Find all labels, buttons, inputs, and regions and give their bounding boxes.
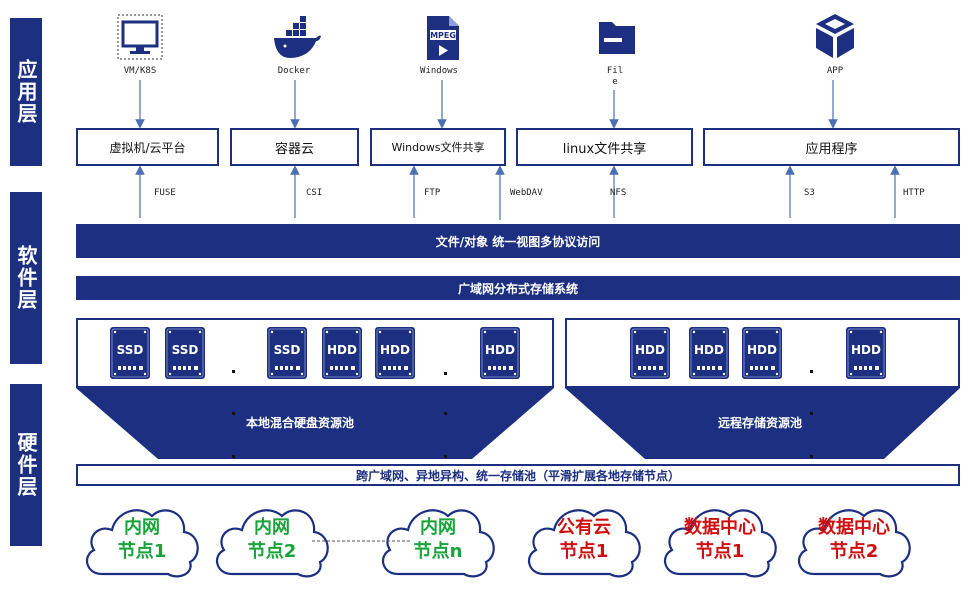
mpeg-file-icon-caption: Windows — [420, 66, 458, 76]
platform-container-cloud: 容器云 — [230, 128, 359, 166]
cloud-shape — [797, 509, 911, 578]
platform-windows-share: Windows文件共享 — [370, 128, 506, 166]
protocol-http: HTTP — [903, 188, 925, 198]
hardware-layer-label: 硬件层 — [10, 384, 42, 546]
ellipsis-dot — [232, 455, 235, 458]
disk-type-label: HDD — [485, 343, 515, 357]
local-pool-box — [76, 318, 554, 388]
hdd-disk-icon: HDD — [742, 327, 782, 379]
disk-type-label: HDD — [851, 343, 881, 357]
local-pool-label: 本地混合硬盘资源池 — [245, 416, 354, 430]
node-line1: 内网 — [254, 517, 290, 538]
ellipsis-dot — [444, 372, 447, 375]
unified-pool-bar: 跨广域网、异地异构、统一存储池（平滑扩展各地存储节点） — [76, 464, 960, 486]
app-cube-icon-caption: APP — [826, 66, 844, 76]
folder-icon — [597, 16, 637, 56]
ellipsis-dot — [810, 370, 813, 373]
hdd-disk-icon: HDD — [689, 327, 729, 379]
hdd-disk-icon: HDD — [375, 327, 415, 379]
node-line1: 数据中心 — [818, 517, 890, 538]
ellipsis-dot — [810, 412, 813, 415]
node-line2: 节点2 — [829, 541, 879, 562]
software-layer-label: 软件层 — [10, 192, 42, 364]
protocol-fuse: FUSE — [154, 188, 176, 198]
pool-funnels — [76, 388, 960, 459]
hdd-disk-icon: HDD — [322, 327, 362, 379]
mpeg-file-icon: MPEG — [425, 14, 461, 62]
disk-type-label: HDD — [747, 343, 777, 357]
disk-type-label: HDD — [380, 343, 410, 357]
storage-node-label: 数据中心节点2 — [794, 516, 914, 564]
ellipsis-dot — [444, 412, 447, 415]
cloud-shape — [215, 509, 329, 578]
disk-type-label: HDD — [694, 343, 724, 357]
node-line1: 数据中心 — [684, 517, 756, 538]
mpeg-badge: MPEG — [430, 31, 456, 40]
protocol-webdav: WebDAV — [510, 188, 543, 198]
node-line1: 公有云 — [557, 517, 611, 538]
node-line2: 节点n — [413, 541, 463, 562]
hdd-disk-icon: HDD — [480, 327, 520, 379]
platform-linux-share: linux文件共享 — [516, 128, 693, 166]
node-line1: 内网 — [420, 517, 456, 538]
unified-view-bar: 文件/对象 统一视图多协议访问 — [76, 224, 960, 258]
cloud-shape — [527, 509, 641, 578]
protocol-nfs: NFS — [610, 188, 627, 198]
disk-type-label: HDD — [327, 343, 357, 357]
disk-type-label: HDD — [635, 343, 665, 357]
protocol-csi: CSI — [306, 188, 323, 198]
disk-type-label: SSD — [274, 343, 301, 357]
node-line2: 节点1 — [117, 541, 167, 562]
monitor-icon-caption: VM/K8S — [123, 66, 157, 76]
storage-node-label: 内网节点2 — [212, 516, 332, 564]
protocol-ftp: FTP — [424, 188, 441, 198]
node-line2: 节点1 — [695, 541, 745, 562]
application-layer-label: 应用层 — [10, 18, 42, 166]
ellipsis-dot — [232, 412, 235, 415]
ellipsis-dot — [444, 455, 447, 458]
node-line2: 节点2 — [247, 541, 297, 562]
docker-icon — [272, 16, 322, 60]
disk-type-label: SSD — [172, 343, 199, 357]
ssd-disk-icon: SSD — [110, 327, 150, 379]
platform-application: 应用程序 — [703, 128, 960, 166]
arrows-layer — [135, 80, 900, 220]
node-line1: 内网 — [124, 517, 160, 538]
distributed-storage-bar: 广域网分布式存储系统 — [76, 276, 960, 300]
remote-pool-label: 远程存储资源池 — [717, 416, 802, 430]
ssd-disk-icon: SSD — [267, 327, 307, 379]
cloud-shape — [663, 509, 777, 578]
hdd-disk-icon: HDD — [630, 327, 670, 379]
folder-icon-caption: Fil e — [606, 66, 624, 87]
storage-node-label: 公有云节点1 — [524, 516, 644, 564]
storage-node-label: 内网节点1 — [82, 516, 202, 564]
disk-type-label: SSD — [117, 343, 144, 357]
node-line2: 节点1 — [559, 541, 609, 562]
app-cube-icon — [814, 12, 856, 60]
storage-node-label: 内网节点n — [378, 516, 498, 564]
monitor-icon — [117, 14, 163, 60]
cloud-shape — [381, 509, 495, 578]
ssd-disk-icon: SSD — [165, 327, 205, 379]
storage-node-label: 数据中心节点1 — [660, 516, 780, 564]
protocol-s3: S3 — [804, 188, 815, 198]
cloud-shape — [85, 509, 199, 578]
node-dashed-connector — [312, 540, 412, 542]
ellipsis-dot — [810, 455, 813, 458]
platform-vm-cloud: 虚拟机/云平台 — [76, 128, 219, 166]
hdd-disk-icon: HDD — [846, 327, 886, 379]
ellipsis-dot — [232, 370, 235, 373]
docker-icon-caption: Docker — [277, 66, 311, 76]
